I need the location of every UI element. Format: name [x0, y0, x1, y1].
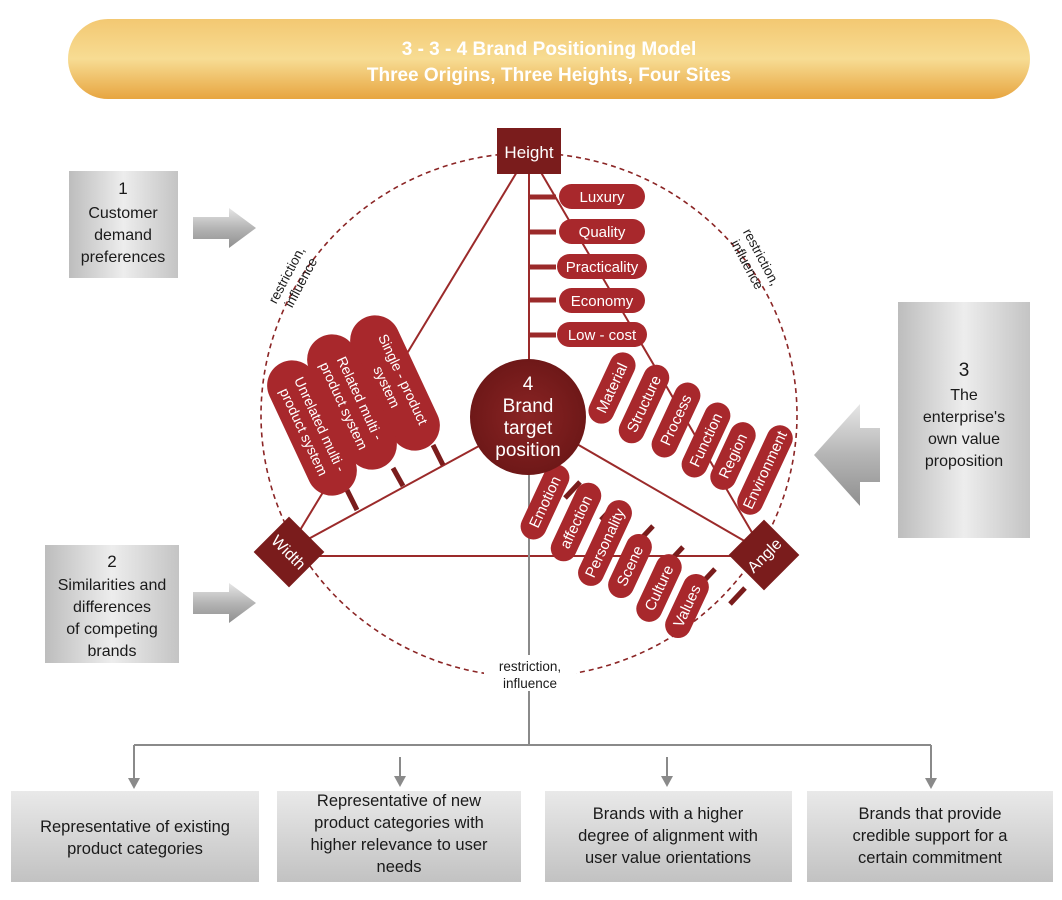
outcome-box-3: Brands with a higher degree of alignment…	[545, 791, 792, 882]
center-number: 4	[523, 374, 534, 395]
width-node: Width	[253, 516, 325, 588]
svg-text:Similarities and: Similarities and	[58, 577, 166, 594]
svg-text:position: position	[495, 440, 561, 461]
height-level-quality: Quality	[559, 219, 645, 244]
outcome-box-2: Representative of new product categories…	[277, 791, 521, 882]
width-level-related: Related multi - product system	[307, 334, 397, 470]
svg-text:Economy: Economy	[571, 293, 634, 310]
svg-text:preferences: preferences	[81, 249, 166, 266]
arrow-down-icon	[128, 778, 140, 789]
restriction-label-bottom: restriction, influence	[484, 655, 576, 691]
svg-text:target: target	[504, 418, 553, 439]
svg-text:Quality: Quality	[579, 224, 626, 241]
angle-level-culture: Culture	[636, 554, 682, 622]
outcome-arrowheads	[128, 776, 937, 789]
svg-text:Brands that provide: Brands that provide	[858, 805, 1001, 823]
arrow-right-icon	[193, 208, 256, 248]
angle-emotional-levels: Emotion affection Personality Scene Cult…	[520, 464, 709, 639]
origin-box-3: 3 The enterprise's own value proposition	[898, 302, 1030, 538]
outcome-connectors	[133, 744, 932, 780]
svg-text:Height: Height	[504, 143, 553, 162]
height-levels: Luxury Quality Practicality Economy Low …	[557, 184, 647, 347]
svg-text:Representative of new: Representative of new	[317, 792, 481, 810]
svg-text:product categories with: product categories with	[314, 814, 484, 832]
angle-functional-levels: Material Structure Process Function Regi…	[588, 352, 793, 515]
svg-text:3: 3	[959, 360, 970, 381]
origin-box-2: 2 Similarities and differences of compet…	[45, 545, 179, 663]
width-levels: Single - product system Related multi - …	[267, 315, 440, 496]
svg-text:1: 1	[118, 179, 127, 198]
arrow-down-icon	[394, 776, 406, 787]
svg-text:user value orientations: user value orientations	[585, 849, 751, 867]
brand-target-position: 4 Brand target position	[470, 359, 586, 475]
height-level-practicality: Practicality	[557, 254, 647, 279]
height-level-luxury: Luxury	[559, 184, 645, 209]
svg-text:Brand: Brand	[503, 396, 554, 417]
height-node: Height	[497, 128, 561, 174]
svg-text:Practicality: Practicality	[566, 259, 639, 276]
svg-text:Brands with a higher: Brands with a higher	[593, 805, 744, 823]
arrow-down-icon	[661, 776, 673, 787]
height-level-economy: Economy	[559, 288, 645, 313]
height-ticks	[529, 194, 556, 338]
title-line-1: 3 - 3 - 4 Brand Positioning Model	[402, 39, 697, 60]
restriction-label-left: restriction, influence	[265, 244, 320, 310]
arrow-down-icon	[925, 778, 937, 789]
width-level-single: Single - product system	[350, 315, 440, 451]
svg-text:2: 2	[107, 552, 116, 571]
svg-text:higher relevance to user: higher relevance to user	[310, 836, 488, 854]
svg-text:degree of alignment with: degree of alignment with	[578, 827, 758, 845]
svg-text:restriction,: restriction,	[499, 659, 561, 674]
svg-text:Customer: Customer	[88, 205, 158, 222]
title-banner: 3 - 3 - 4 Brand Positioning Model Three …	[68, 19, 1030, 99]
angle-node: Angle	[728, 519, 800, 591]
origin-box-1: 1 Customer demand preferences	[69, 171, 178, 278]
outcome-box-1: Representative of existing product categ…	[11, 791, 259, 882]
svg-text:Low - cost: Low - cost	[568, 327, 637, 344]
arrow-left-icon	[814, 404, 880, 506]
svg-text:of competing: of competing	[66, 621, 158, 638]
svg-text:brands: brands	[88, 643, 137, 660]
arrow-right-icon	[193, 583, 256, 623]
svg-text:Luxury: Luxury	[579, 189, 625, 206]
outcome-box-4: Brands that provide credible support for…	[807, 791, 1053, 882]
title-line-2: Three Origins, Three Heights, Four Sites	[367, 65, 731, 86]
svg-text:needs: needs	[377, 858, 422, 876]
svg-text:demand: demand	[94, 227, 152, 244]
svg-text:proposition: proposition	[925, 453, 1003, 470]
svg-text:differences: differences	[73, 599, 151, 616]
height-level-low-cost: Low - cost	[557, 322, 647, 347]
width-ticks	[344, 443, 446, 512]
svg-text:influence: influence	[503, 676, 557, 691]
svg-text:certain commitment: certain commitment	[858, 849, 1002, 867]
svg-text:enterprise's: enterprise's	[923, 409, 1005, 426]
svg-text:Representative of existing: Representative of existing	[40, 818, 230, 836]
svg-text:The: The	[950, 387, 978, 404]
svg-text:credible support for a: credible support for a	[852, 827, 1008, 845]
svg-text:product categories: product categories	[67, 840, 203, 858]
svg-text:own value: own value	[928, 431, 1000, 448]
restriction-label-right: restriction, influence	[728, 226, 783, 292]
